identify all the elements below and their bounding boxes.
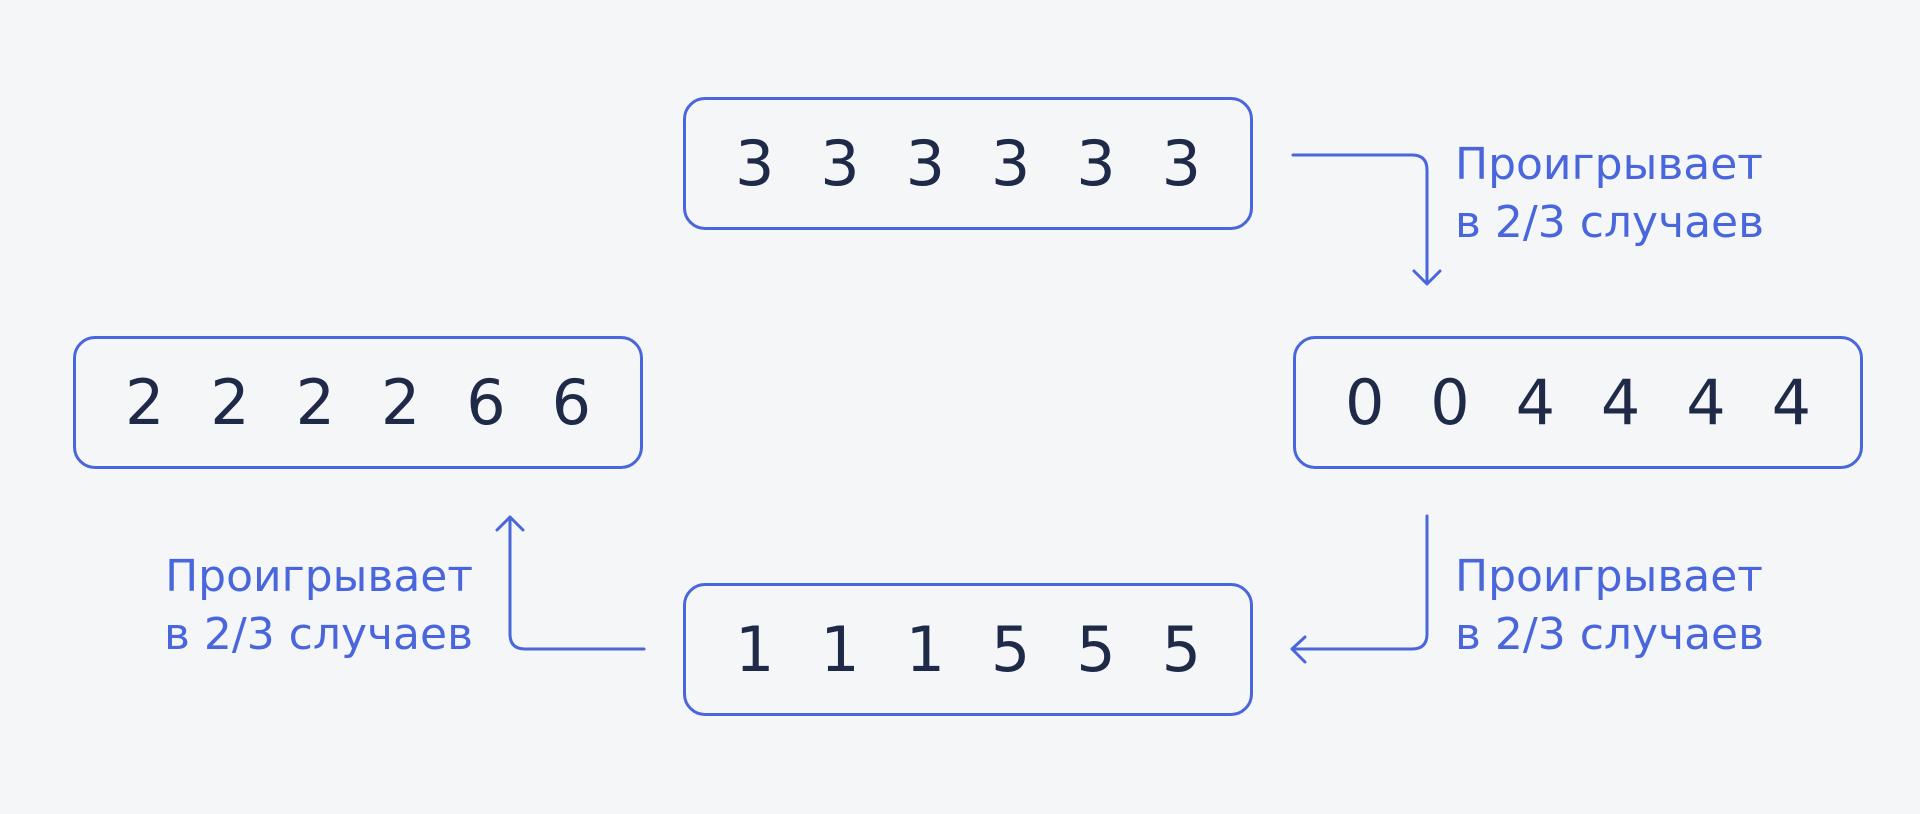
- caption-line: в 2/3 случаев: [1455, 197, 1765, 248]
- caption-line: Проигрывает: [1455, 139, 1763, 190]
- die-face: 3: [820, 126, 860, 200]
- die-face: 0: [1430, 365, 1470, 439]
- die-face: 2: [124, 365, 165, 439]
- die-face: 5: [1161, 612, 1202, 686]
- die-face: 5: [990, 612, 1031, 686]
- die-face: 2: [210, 365, 250, 439]
- die-face: 4: [1515, 365, 1556, 439]
- die-top: 3 3 3 3 3 3: [683, 97, 1253, 230]
- caption-line: Проигрывает: [1455, 551, 1763, 602]
- die-left: 2 2 2 2 6 6: [73, 336, 643, 469]
- die-face: 4: [1771, 365, 1812, 439]
- arrow-top-to-right: [1291, 153, 1442, 286]
- die-face: 3: [734, 126, 775, 200]
- die-face: 1: [905, 612, 946, 686]
- die-face: 4: [1600, 365, 1641, 439]
- die-face: 3: [1076, 126, 1116, 200]
- arrow-bottom-to-left: [495, 515, 646, 651]
- die-face: 2: [380, 365, 421, 439]
- die-bottom: 1 1 1 5 5 5: [683, 583, 1253, 716]
- die-face: 2: [295, 365, 336, 439]
- die-face: 5: [1076, 612, 1116, 686]
- die-face: 6: [466, 365, 506, 439]
- caption-line: в 2/3 случаев: [163, 609, 473, 660]
- caption-line: Проигрывает: [165, 551, 473, 602]
- caption-line: в 2/3 случаев: [1455, 609, 1765, 660]
- die-face: 3: [1161, 126, 1202, 200]
- caption-top-right: Проигрывает в 2/3 случаев: [1455, 136, 1764, 252]
- caption-bottom-right: Проигрывает в 2/3 случаев: [1455, 548, 1764, 664]
- arrow-right-to-bottom: [1290, 514, 1429, 664]
- die-face: 4: [1686, 365, 1726, 439]
- caption-bottom-left: Проигрывает в 2/3 случаев: [164, 548, 473, 664]
- die-face: 3: [905, 126, 946, 200]
- die-face: 6: [551, 365, 592, 439]
- die-face: 1: [734, 612, 775, 686]
- die-face: 0: [1344, 365, 1385, 439]
- die-face: 3: [990, 126, 1031, 200]
- die-right: 0 0 4 4 4 4: [1293, 336, 1863, 469]
- die-face: 1: [820, 612, 860, 686]
